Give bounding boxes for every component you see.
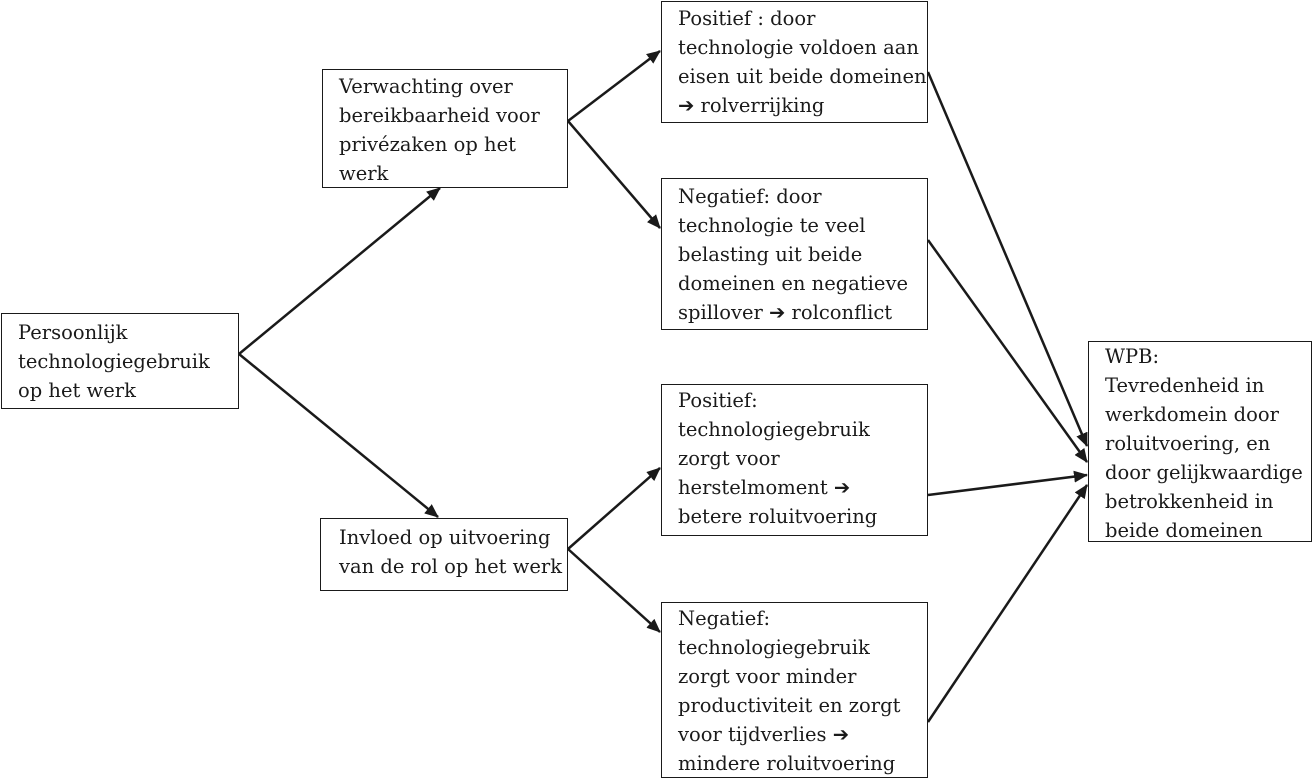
box-text-line: productiviteit en zorgt <box>678 694 901 717</box>
arrow-positive-2-to-outcome <box>927 470 1088 497</box>
box-text-line: Tevredenheid in <box>1105 374 1265 397</box>
box-personal-technology-use: Persoonlijk technologiegebruik op het we… <box>1 313 239 409</box>
box-text-line: technologiegebruik <box>18 350 210 373</box>
box-text-line: herstelmoment ➔ <box>678 476 851 499</box>
box-text-line: privézaken op het <box>339 133 516 156</box>
box-text-line: door gelijkwaardige <box>1105 461 1303 484</box>
box-text-line: mindere roluitvoering <box>678 752 896 775</box>
arrow-expectation-to-negative-1 <box>567 120 661 229</box>
box-text-line: spillover ➔ rolconflict <box>678 301 893 324</box>
box-text-line: Negatief: door <box>678 185 822 208</box>
box-negative-role-conflict: Negatief: door technologie te veel belas… <box>661 178 928 330</box>
box-text-line: werkdomein door <box>1105 403 1279 426</box>
box-positive-recovery-moment: Positief: technologiegebruik zorgt voor … <box>661 384 928 536</box>
box-outcome-wpb: WPB: Tevredenheid in werkdomein door rol… <box>1088 341 1312 542</box>
box-text-line: van de rol op het werk <box>339 555 563 578</box>
arrow-influence-to-negative-2 <box>567 548 661 633</box>
box-text-line: werk <box>339 162 389 185</box>
arrow-start-to-expectation <box>238 187 441 355</box>
arrow-expectation-to-positive-1 <box>567 50 661 122</box>
box-text-line: Positief : door <box>678 7 816 30</box>
arrow-positive-1-to-outcome <box>926 71 1089 447</box>
box-text-line: Invloed op uitvoering <box>339 526 551 549</box>
arrow-negative-1-to-outcome <box>926 239 1089 463</box>
box-text-line: technologiegebruik <box>678 418 870 441</box>
box-text-line: beide domeinen <box>1105 519 1263 542</box>
box-text-line: roluitvoering, en <box>1105 432 1271 455</box>
box-text-line: Negatief: <box>678 607 771 630</box>
box-influence-role-execution: Invloed op uitvoering van de rol op het … <box>320 518 568 591</box>
box-text-line: bereikbaarheid voor <box>339 104 540 127</box>
box-negative-lower-productivity: Negatief: technologiegebruik zorgt voor … <box>661 602 928 778</box>
box-text-line: Positief: <box>678 389 758 412</box>
box-text-line: op het werk <box>18 379 136 402</box>
box-text-line: Verwachting over <box>339 75 513 98</box>
arrow-negative-2-to-outcome <box>926 484 1089 723</box>
box-text-line: zorgt voor minder <box>678 665 857 688</box>
box-text-line: domeinen en negatieve <box>678 272 909 295</box>
box-text-line: technologiegebruik <box>678 636 870 659</box>
box-text-line: technologie voldoen aan <box>678 36 919 59</box>
box-positive-role-enrichment: Positief : door technologie voldoen aan … <box>661 1 928 123</box>
box-text-line: WPB: <box>1105 345 1160 368</box>
box-text-line: betere roluitvoering <box>678 505 878 528</box>
box-expectation-reachability: Verwachting over bereikbaarheid voor pri… <box>322 69 568 188</box>
box-text-line: belasting uit beide <box>678 243 863 266</box>
box-text-line: voor tijdverlies ➔ <box>678 723 850 746</box>
box-text-line: technologie te veel <box>678 214 866 237</box>
arrow-influence-to-positive-2 <box>567 467 661 550</box>
box-text-line: ➔ rolverrijking <box>678 94 825 117</box>
box-text-line: betrokkenheid in <box>1105 490 1274 513</box>
box-text-line: eisen uit beide domeinen <box>678 65 927 88</box>
arrow-start-to-influence <box>238 353 439 518</box>
box-text-line: Persoonlijk <box>18 321 128 344</box>
box-text-line: zorgt voor <box>678 447 780 470</box>
